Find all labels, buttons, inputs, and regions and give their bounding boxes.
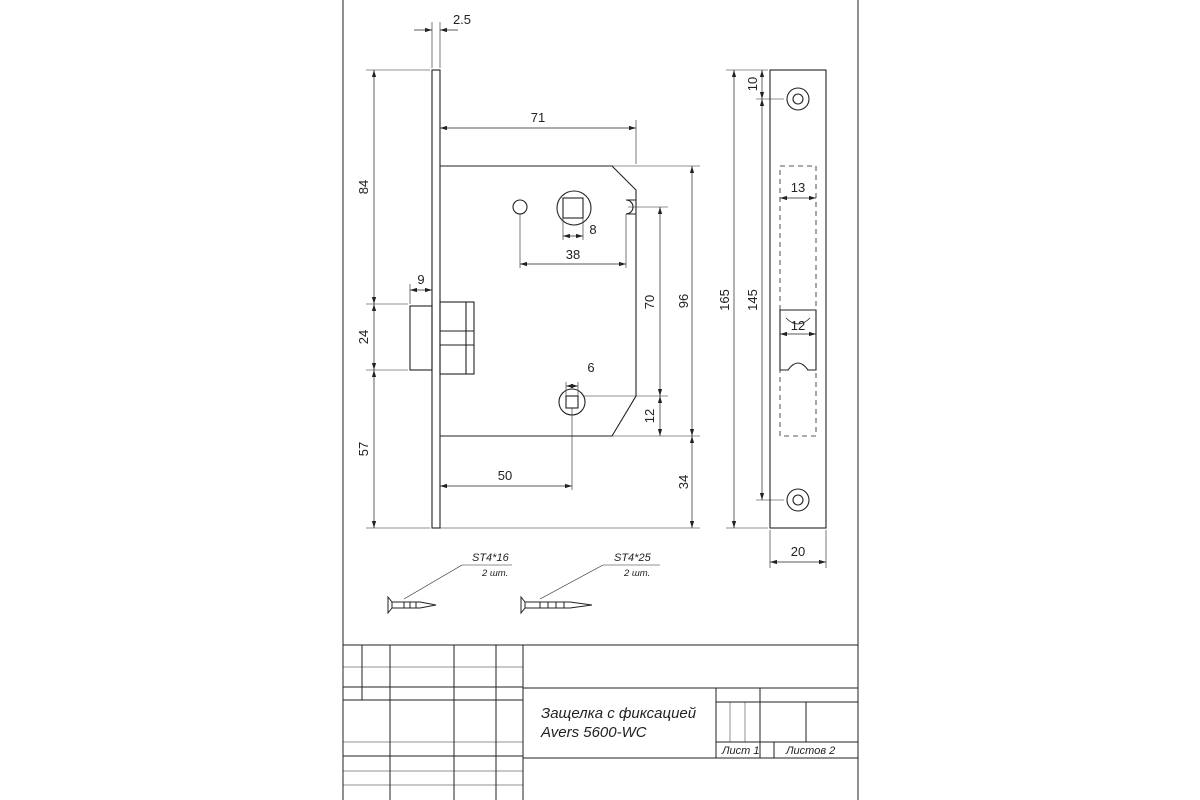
- dim-lower-height: 57: [356, 442, 371, 456]
- dim-lower-backset: 50: [498, 468, 512, 483]
- dim-backset-depth: 71: [531, 110, 545, 125]
- screw-long-qty: 2 шт.: [623, 568, 650, 579]
- screw-long-body: [520, 595, 593, 615]
- dim-center-distance: 70: [642, 295, 657, 309]
- dim-upper-height: 84: [356, 180, 371, 194]
- dim-corner-offset: 12: [642, 409, 657, 423]
- dim-overall-length: 165: [717, 289, 732, 311]
- bottom-screw-hole-outer: [786, 488, 810, 512]
- extension-lines-side: [366, 22, 700, 529]
- dim-spindle-square: 8: [589, 222, 596, 237]
- screw-long: [520, 564, 660, 615]
- latch-bolt: [409, 305, 433, 371]
- screw-long-spec: ST4*25: [614, 552, 652, 564]
- dim-latch-window: 12: [791, 318, 805, 333]
- dim-plate-thickness: 2.5: [453, 12, 471, 27]
- latch-window-curve: [785, 317, 811, 325]
- dim-hole-pitch: 145: [745, 289, 760, 311]
- dim-top-offset: 10: [745, 77, 760, 91]
- strike-plate: [769, 69, 827, 529]
- title-line-1: Защелка с фиксацией: [541, 705, 697, 722]
- screw-short-body: [387, 595, 437, 615]
- title-line-2: Avers 5600-WC: [540, 724, 647, 741]
- pin-hole: [512, 199, 528, 215]
- bottom-screw-hole-inner: [792, 494, 804, 506]
- latch-housing: [439, 301, 475, 375]
- lock-case: [440, 165, 637, 437]
- latch-window: [779, 309, 817, 371]
- title-block: [343, 644, 858, 800]
- dimension-lines-side: [371, 27, 695, 528]
- sheet-number-label: Лист 1: [721, 745, 760, 757]
- dim-spindle-to-pin: 38: [566, 247, 580, 262]
- sheet-frame: [342, 0, 859, 800]
- screw-short-qty: 2 шт.: [481, 568, 508, 579]
- dim-latch-projection: 9: [417, 272, 424, 287]
- dim-latch-height: 24: [356, 330, 371, 344]
- lower-square: [565, 395, 579, 409]
- top-screw-hole-inner: [792, 93, 804, 105]
- lock-body-side-view: [409, 69, 637, 529]
- dim-body-height: 96: [676, 294, 691, 308]
- dim-cutout-width: 13: [791, 180, 805, 195]
- sheet-count-label: Листов 2: [785, 745, 835, 757]
- screw-short-spec: ST4*16: [472, 552, 510, 564]
- dimension-lines-front: [731, 70, 826, 565]
- screw-long-leader: [539, 564, 604, 600]
- hidden-cutout: [779, 165, 817, 437]
- top-screw-hole-outer: [786, 87, 810, 111]
- extension-lines-front: [726, 69, 827, 568]
- dim-lower-square: 6: [587, 360, 594, 375]
- spindle-hub: [556, 190, 592, 226]
- spindle-square: [562, 197, 584, 219]
- screw-short: [387, 564, 512, 615]
- dim-bottom-offset: 34: [676, 475, 691, 489]
- screw-short-leader: [403, 564, 463, 600]
- strike-plate-front-view: [769, 69, 827, 529]
- dim-strike-width: 20: [791, 544, 805, 559]
- faceplate: [431, 69, 441, 529]
